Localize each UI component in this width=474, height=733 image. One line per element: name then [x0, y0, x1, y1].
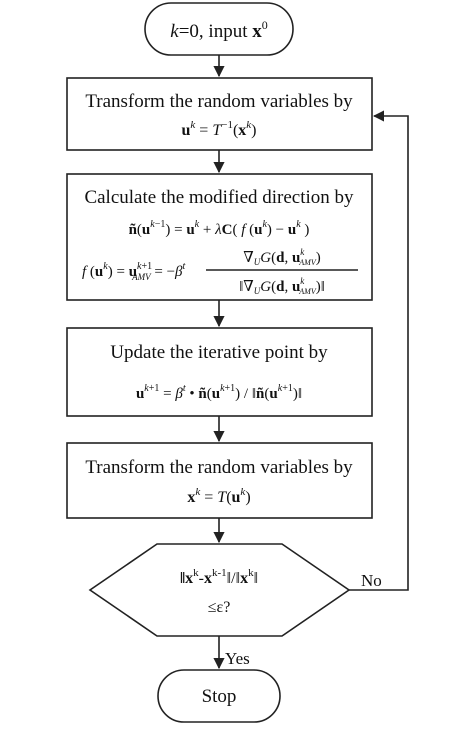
step1-title: Transform the random variables by: [85, 91, 353, 112]
decision-formula: ‖xk-xk-1‖/‖xk‖: [180, 567, 258, 587]
step2-formula-direction: ñ(uk−1) = uk + λC( f (uk) − uk ): [129, 219, 310, 238]
step1-formula: uk = T−1(xk): [182, 119, 257, 139]
connector-no-loop: [349, 110, 409, 591]
step-update-point: Update the iterative point by uk+1 = βt …: [66, 327, 373, 417]
label-no: No: [361, 571, 382, 590]
decision-threshold: ≤ε?: [208, 599, 231, 616]
step3-formula: uk+1 = βt • ñ(uk+1) / ‖ñ(uk+1)‖: [136, 383, 302, 402]
start-node: k=0, input x0: [144, 2, 294, 56]
stop-node: Stop: [157, 669, 281, 723]
stop-text: Stop: [202, 686, 237, 707]
start-text: k=0, input x0: [170, 18, 267, 42]
step-modified-direction: Calculate the modified direction by ñ(uk…: [66, 173, 373, 301]
decision-convergence: ‖xk-xk-1‖/‖xk‖ ≤ε?: [88, 543, 351, 637]
step2-title: Calculate the modified direction by: [84, 187, 354, 208]
step-transform-forward: Transform the random variables by xk = T…: [66, 442, 373, 519]
label-yes: Yes: [225, 649, 250, 668]
step-transform-inverse: Transform the random variables by uk = T…: [66, 77, 373, 151]
step4-formula: xk = T(uk): [187, 486, 250, 506]
step3-title: Update the iterative point by: [110, 342, 328, 363]
step4-title: Transform the random variables by: [85, 457, 353, 478]
